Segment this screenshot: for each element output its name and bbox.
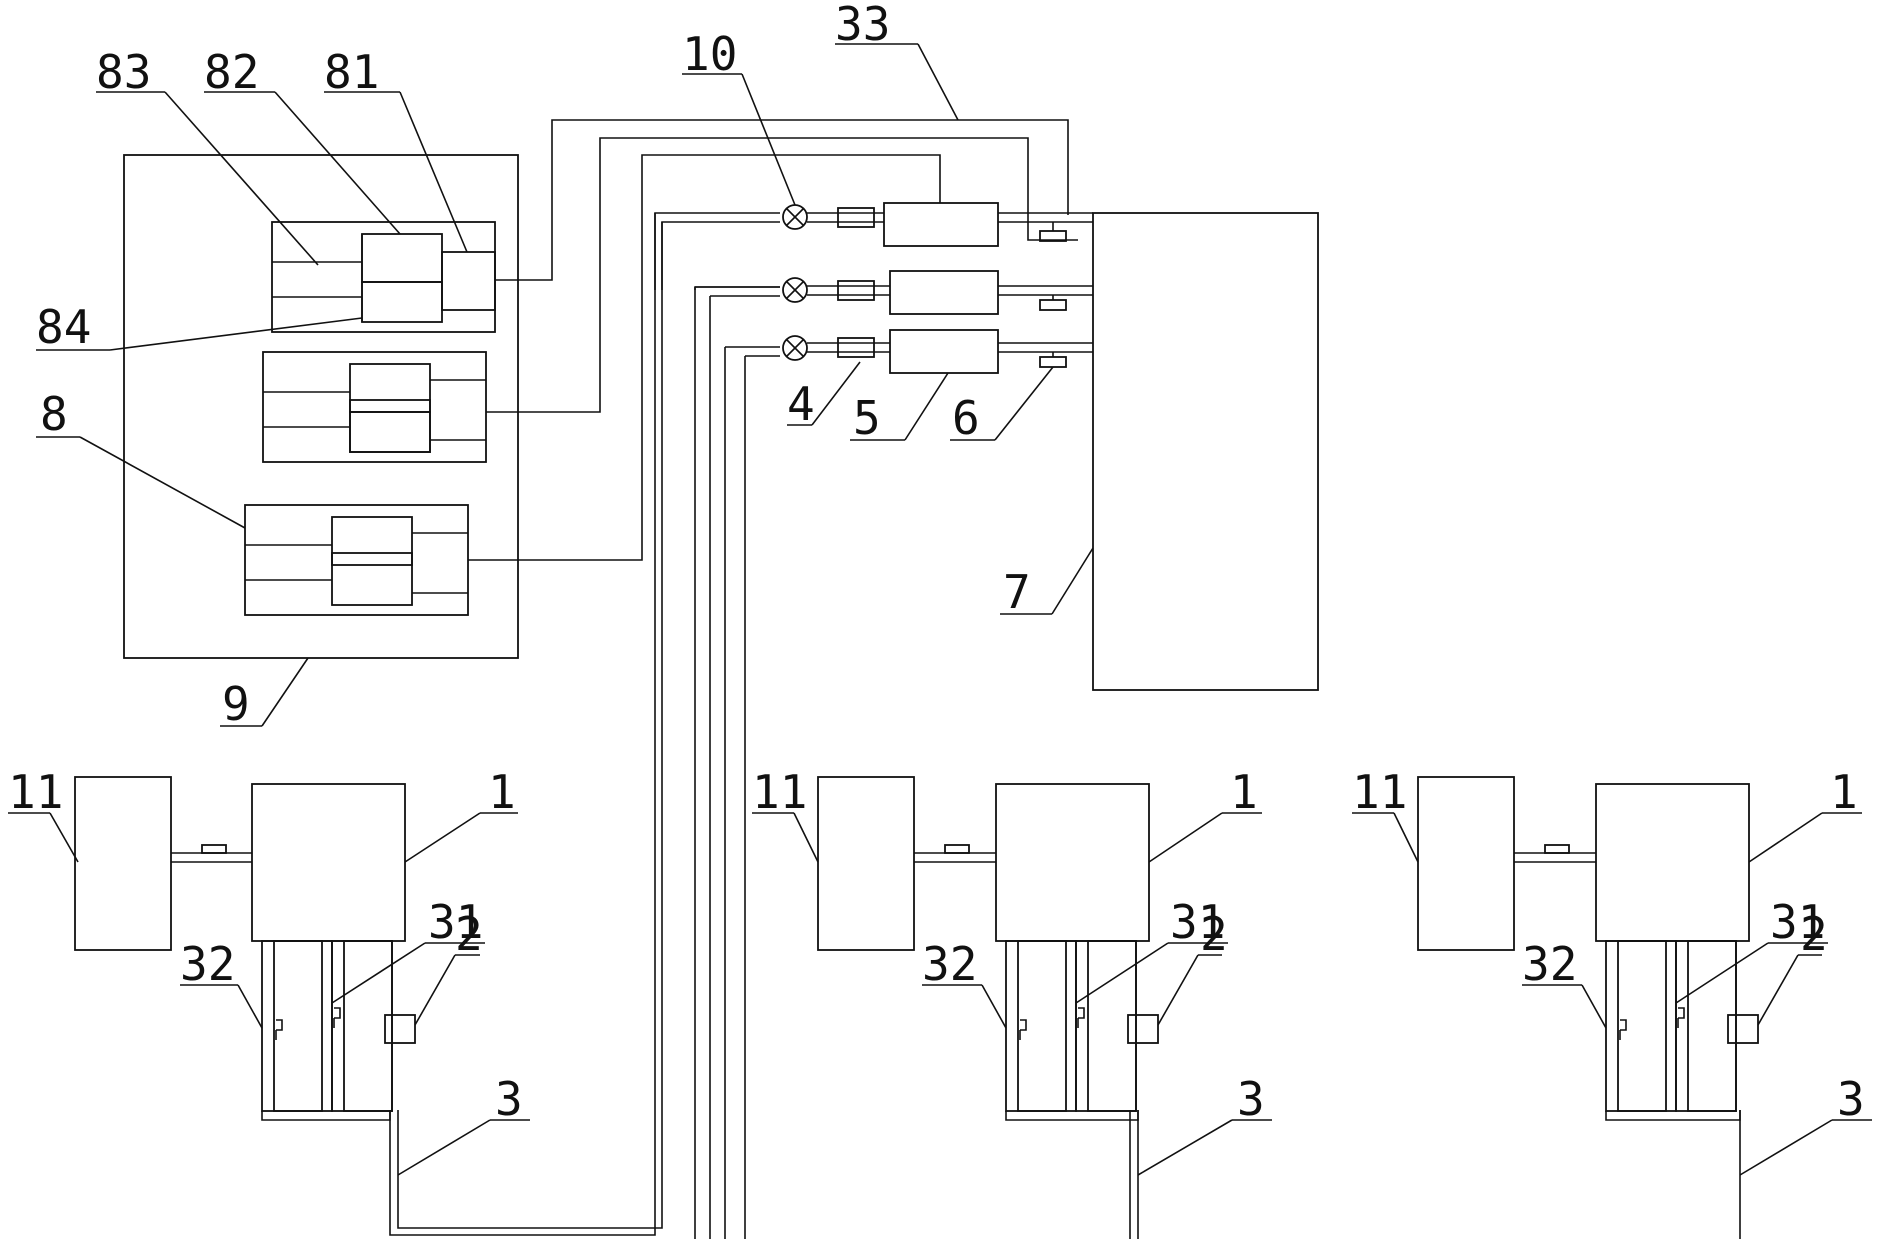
pipe-a-inner — [397, 222, 663, 1229]
label-83: 83 — [96, 45, 151, 99]
unit-b — [817, 776, 1159, 1121]
unit-c — [1417, 776, 1759, 1121]
wire-bottom — [468, 154, 941, 561]
label-a-3: 3 — [495, 1072, 523, 1126]
label-c-32: 32 — [1522, 937, 1577, 991]
module-bottom — [244, 504, 469, 616]
wire-33 — [495, 119, 1069, 281]
label-b-11: 11 — [752, 765, 807, 819]
label-a-31: 31 — [428, 895, 483, 949]
label-c-1: 1 — [1830, 765, 1858, 819]
label-c-2: 2 — [1800, 907, 1828, 961]
label-4: 4 — [787, 377, 815, 431]
label-c-31: 31 — [1770, 895, 1825, 949]
unit-a — [74, 776, 416, 1121]
label-6: 6 — [952, 391, 980, 445]
label-c-11: 11 — [1352, 765, 1407, 819]
label-5: 5 — [853, 391, 881, 445]
label-c-3: 3 — [1837, 1072, 1865, 1126]
label-8: 8 — [40, 387, 68, 441]
module-middle — [262, 351, 487, 463]
label-b-2: 2 — [1200, 907, 1228, 961]
label-b-31: 31 — [1170, 895, 1225, 949]
label-b-32: 32 — [922, 937, 977, 991]
label-7: 7 — [1003, 565, 1031, 619]
pipe-c-inner — [744, 356, 746, 1239]
label-82: 82 — [204, 45, 259, 99]
label-a-2: 2 — [455, 907, 483, 961]
pipe-b-outer — [694, 287, 1139, 1239]
label-10: 10 — [682, 27, 737, 81]
module-top — [271, 221, 496, 333]
pipe-c-outer — [724, 347, 1741, 1239]
branch-row-1 — [654, 202, 1093, 290]
leader-lines — [8, 43, 1872, 1176]
label-a-32: 32 — [180, 937, 235, 991]
label-a-1: 1 — [488, 765, 516, 819]
main-tank — [1092, 212, 1319, 691]
wire-mid — [486, 137, 1029, 413]
label-33: 33 — [835, 0, 890, 51]
label-9: 9 — [222, 677, 250, 731]
label-81: 81 — [324, 45, 379, 99]
label-b-3: 3 — [1237, 1072, 1265, 1126]
control-cabinet — [123, 154, 519, 659]
pipe-a-outer — [389, 213, 656, 1236]
branch-row-3 — [725, 329, 1093, 374]
label-84: 84 — [36, 300, 91, 354]
branch-row-2 — [694, 270, 1093, 315]
label-b-1: 1 — [1230, 765, 1258, 819]
wire-mid-end — [1027, 203, 1078, 241]
reference-numerals: 83 82 81 84 8 9 10 33 4 5 6 7 11 1 31 32… — [8, 0, 1865, 1126]
pipe-b-inner — [709, 296, 1131, 1239]
label-a-11: 11 — [8, 765, 63, 819]
